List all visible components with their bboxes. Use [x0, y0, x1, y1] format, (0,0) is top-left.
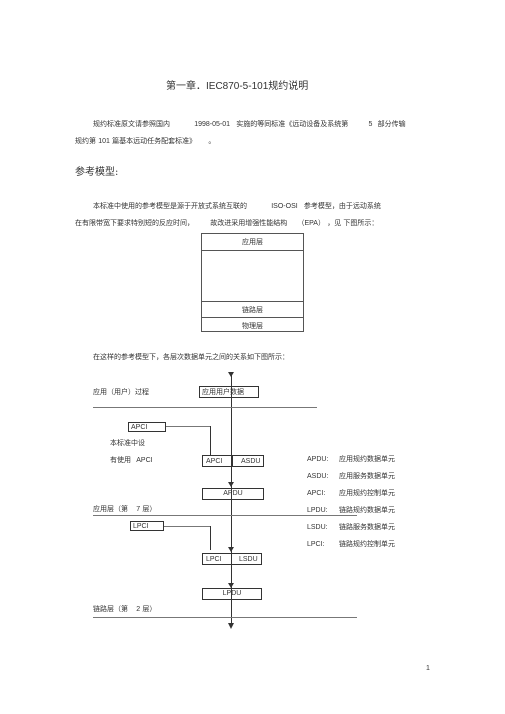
apci-connector — [210, 426, 211, 456]
legend-item: LPDU:链路规约数据单元 — [307, 506, 395, 514]
user-process-label: 应用（用户）过程 — [93, 388, 149, 396]
main-flow-line — [231, 375, 232, 625]
page-number: 1 — [426, 665, 430, 672]
lpci-box-left: LPCI — [130, 521, 164, 531]
paragraph-line-2: 在有限带宽下要求特别短的反应时间， 故改进采用增强性能结构 （EPA） ，见 下… — [75, 219, 379, 227]
asdu-label: ASDU — [241, 458, 261, 465]
intro-line-1: 规约标准原文请参照国内 1998-05-01 实施的等同标准《远动设备及系统第 … — [93, 120, 406, 128]
lpci-connector — [210, 526, 211, 550]
lpdu-box: LPDU — [202, 588, 262, 600]
arrow-head-mid-1 — [228, 482, 234, 487]
lpci-lsdu-divider — [231, 554, 232, 564]
link-layer-label: 链路层（第 2 层） — [93, 605, 157, 613]
link-layer-divider — [93, 617, 357, 618]
apdu-box: APDU — [202, 488, 264, 500]
legend-item: LPCI:链路规约控制单元 — [307, 540, 395, 548]
user-data-box: 应用用户数据 — [199, 386, 259, 398]
arrow-head-bottom — [228, 623, 234, 629]
legend-item: APDU:应用规约数据单元 — [307, 455, 395, 463]
page-title: 第一章．IEC870-5-101规约说明 — [166, 81, 309, 92]
relation-text: 在这样的参考模型下，各层次数据单元之间的关系如下图所示： — [93, 353, 289, 361]
lpci-connector-top — [164, 526, 210, 527]
legend-item: LSDU:链路服务数据单元 — [307, 523, 395, 531]
layer-link: 链路层 — [202, 301, 303, 318]
apci-asdu-divider — [232, 456, 233, 466]
apci-asdu-box: APCI ASDU — [202, 455, 264, 467]
layer-physical: 物理层 — [202, 317, 303, 334]
not-used-note-1: 本标准中设 — [110, 439, 145, 447]
apci-connector-top — [166, 426, 210, 427]
reference-model-stack: 应用层 链路层 物理层 — [201, 233, 304, 332]
lsdu-label: LSDU — [239, 556, 258, 563]
arrow-head-mid-2 — [228, 547, 234, 552]
legend-item: APCI:应用规约控制单元 — [307, 489, 395, 497]
app-layer-divider — [93, 515, 357, 516]
apci-label: APCI — [206, 458, 223, 465]
legend-item: ASDU:应用服务数据单元 — [307, 472, 395, 480]
not-used-note-2: 有使用 APCI — [110, 456, 153, 464]
apci-box-left: APCI — [128, 422, 166, 432]
lpci-label: LPCI — [206, 556, 222, 563]
app-layer-label: 应用层（第 7 层） — [93, 505, 157, 513]
user-layer-divider — [93, 407, 317, 408]
section-heading: 参考模型: — [75, 167, 119, 178]
layer-application-body — [202, 250, 303, 302]
paragraph-line-1: 本标准中使用的参考模型是源于开放式系统互联的 ISO-OSI 参考模型，由于远动… — [93, 202, 381, 210]
intro-line-2: 规约第 101 篇基本远动任务配套标准》 。 — [75, 137, 216, 145]
layer-application: 应用层 — [242, 238, 263, 246]
arrow-head-top — [228, 372, 234, 377]
arrow-head-mid-3 — [228, 583, 234, 588]
lpci-lsdu-box: LPCI LSDU — [202, 553, 262, 565]
